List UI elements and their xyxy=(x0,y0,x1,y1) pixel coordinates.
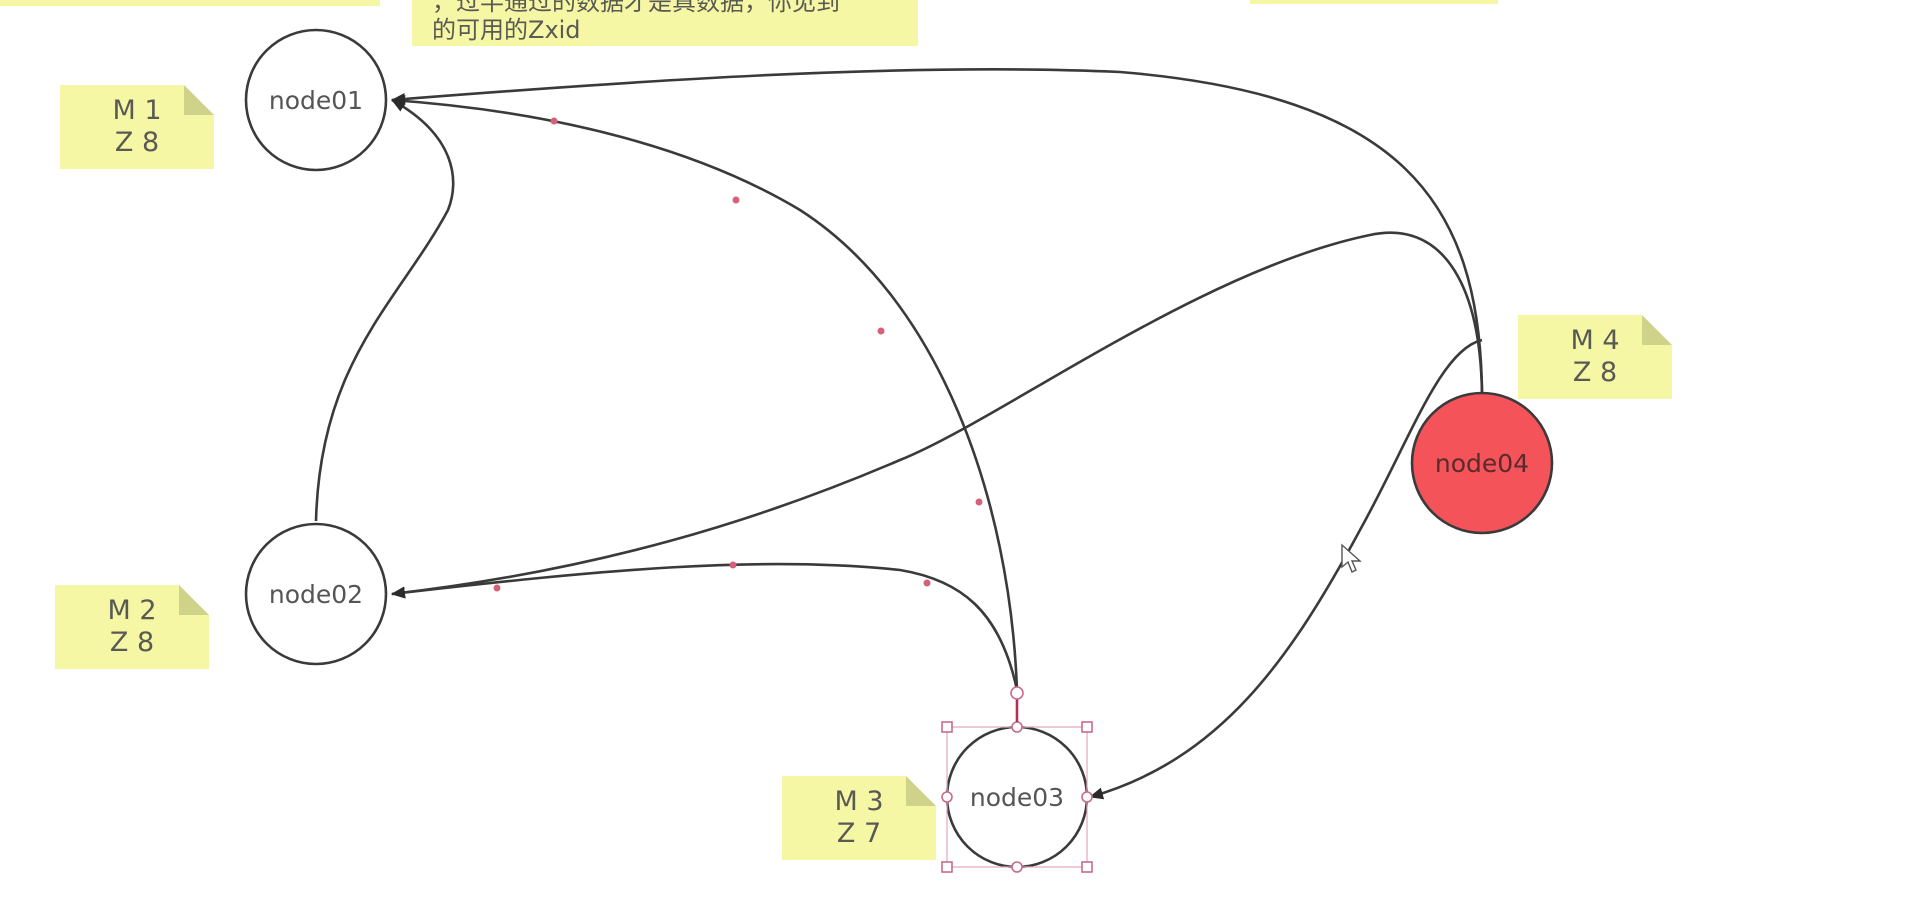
edge-node03-to-node02[interactable] xyxy=(391,562,1019,691)
note-m2-line2: Z 8 xyxy=(109,627,155,658)
note-m3-line2: Z 7 xyxy=(836,818,882,849)
resize-handle xyxy=(941,721,953,733)
connection-handle xyxy=(941,791,953,803)
top-center-note[interactable]: ，过半通过的数据才是真数据，你见到 的可用的Zxid xyxy=(412,0,918,46)
connection-handle xyxy=(1081,791,1093,803)
node03-selection[interactable] xyxy=(941,686,1093,873)
note-fold-icon xyxy=(906,776,936,806)
node-node01[interactable]: node01 xyxy=(244,28,388,172)
edge-node04-to-node02[interactable] xyxy=(391,231,1484,599)
note-fold-icon xyxy=(1642,315,1672,345)
note-m1-line2: Z 8 xyxy=(114,127,160,158)
note-m4-line1: M 4 xyxy=(1570,325,1620,356)
edge-node04-to-node03[interactable] xyxy=(1089,338,1483,800)
top-left-note-fragment xyxy=(0,0,380,6)
node-node03[interactable]: node03 xyxy=(945,725,1089,869)
note-m1-line1: M 1 xyxy=(112,95,162,126)
note-m1[interactable]: M 1 Z 8 xyxy=(60,85,214,169)
edge-node02-to-node01[interactable] xyxy=(314,98,455,522)
top-note-line2: 的可用的Zxid xyxy=(432,16,581,44)
control-point xyxy=(732,196,740,204)
connection-handle xyxy=(1011,861,1023,873)
node04-label: node04 xyxy=(1435,449,1529,478)
resize-handle xyxy=(1081,861,1093,873)
node03-label: node03 xyxy=(970,783,1064,812)
control-point xyxy=(493,584,501,592)
top-note-line1: ，过半通过的数据才是真数据，你见到 xyxy=(432,0,840,16)
node02-label: node02 xyxy=(269,580,363,609)
edge-node03-to-node01[interactable] xyxy=(391,94,1019,691)
resize-handle xyxy=(941,861,953,873)
note-m3[interactable]: M 3 Z 7 xyxy=(782,776,936,860)
top-right-note-fragment xyxy=(1250,0,1498,4)
node01-label: node01 xyxy=(269,86,363,115)
control-point xyxy=(877,327,885,335)
edge-control-points xyxy=(493,117,983,592)
mouse-pointer-icon xyxy=(1341,543,1362,573)
note-fold-icon xyxy=(179,585,209,615)
connection-handle xyxy=(1011,721,1023,733)
note-m4-line2: Z 8 xyxy=(1572,357,1618,388)
note-m2-line1: M 2 xyxy=(107,595,157,626)
node-node02[interactable]: node02 xyxy=(244,522,388,666)
control-point xyxy=(729,561,737,569)
note-m3-line1: M 3 xyxy=(834,786,884,817)
node-node04[interactable]: node04 xyxy=(1410,391,1554,535)
note-m4[interactable]: M 4 Z 8 xyxy=(1518,315,1672,399)
edge-node04-to-node01[interactable] xyxy=(391,68,1484,394)
control-point xyxy=(975,498,983,506)
control-point xyxy=(923,579,931,587)
resize-handle xyxy=(1081,721,1093,733)
note-m2[interactable]: M 2 Z 8 xyxy=(55,585,209,669)
rotate-handle xyxy=(1010,686,1024,700)
note-fold-icon xyxy=(184,85,214,115)
control-point xyxy=(550,117,558,125)
